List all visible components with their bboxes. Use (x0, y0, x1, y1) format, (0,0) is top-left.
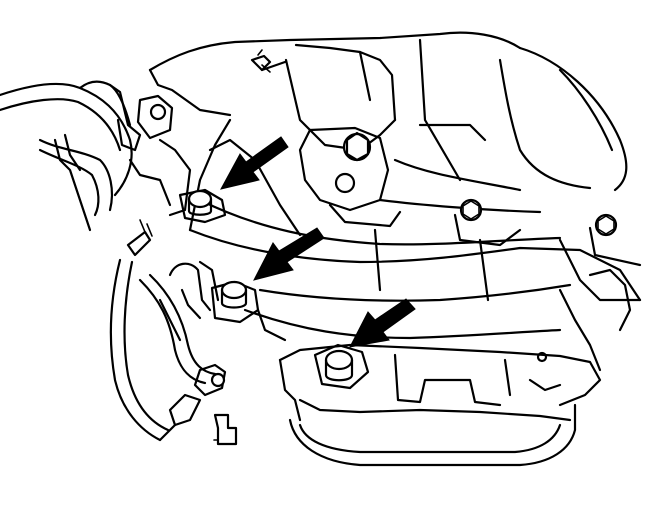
arrow-icon (220, 136, 289, 190)
arrow-icon (349, 298, 416, 348)
sensor-wire (109, 219, 227, 442)
arrow-icon (253, 227, 325, 281)
callout-arrow-2 (253, 227, 325, 281)
housing-bolts-right (453, 198, 642, 267)
breather-fitting (250, 49, 287, 73)
bolt-3 (313, 343, 370, 390)
left-bracket (128, 94, 192, 217)
wire-harness (0, 80, 142, 232)
upper-bracket (298, 126, 542, 228)
callout-arrow-1 (220, 136, 289, 190)
callout-arrow-3 (349, 298, 416, 348)
oil-pan (278, 343, 602, 467)
engine-block-outline (148, 31, 628, 192)
bolt-2 (210, 280, 287, 342)
bolt-1 (178, 188, 227, 224)
connector-clip (213, 413, 238, 446)
elbow-pipe (158, 260, 220, 342)
